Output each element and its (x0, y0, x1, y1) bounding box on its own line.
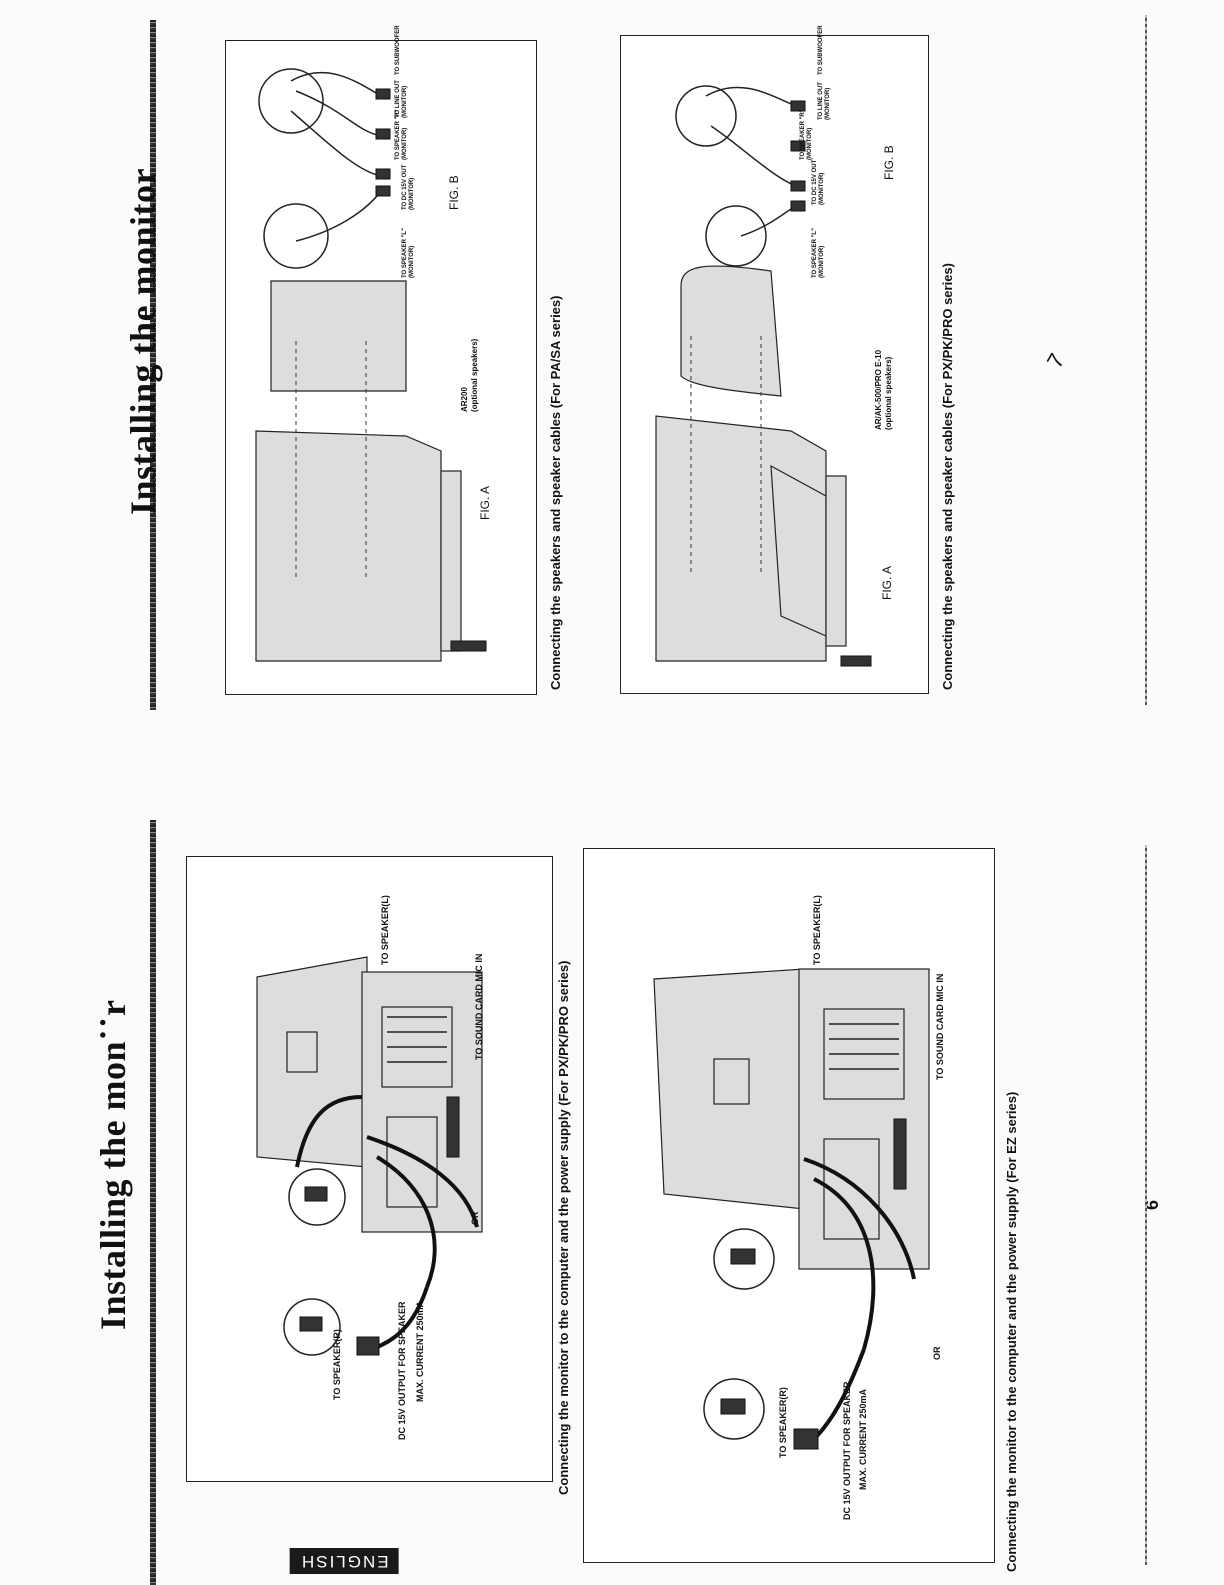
label-max-current: MAX. CURRENT 250mA (858, 1388, 868, 1490)
left-title-rule (150, 820, 156, 1585)
cable (366, 1135, 479, 1228)
monitor-computer-ez-illustration (653, 968, 930, 1450)
plug-label-dc-out: TO DC 15V OUT (MONITOR) (812, 159, 825, 205)
speaker-model: AR200 (460, 387, 469, 412)
plug-label-subwoofer: TO SUBWOOFER (818, 25, 824, 75)
speaker-optional: (optional speakers) (470, 338, 479, 412)
right-title-rule (150, 20, 156, 710)
optional-speaker (270, 280, 407, 392)
speaker-optional: (optional speakers) (884, 356, 893, 430)
left-page-edge-rule (1145, 845, 1147, 1565)
connector-zoom-right (703, 1378, 765, 1440)
speaker-r-zoom (675, 85, 737, 147)
plug-label-subwoofer: TO SUBWOOFER (395, 25, 401, 75)
caption-speakers-px-pk-pro: Connecting the speakers and speaker cabl… (940, 263, 955, 690)
speaker-r-zoom (258, 68, 324, 134)
label-to-speaker-l: TO SPEAKER(L) (380, 895, 390, 965)
speaker-model-label: AR200 (optional speakers) (460, 339, 480, 412)
label-dc-output: DC 15V OUTPUT FOR SPEAKER (397, 1301, 407, 1440)
plug-label-speaker-l: TO SPEAKER "L" (MONITOR) (402, 228, 415, 278)
connector-zoom-left (713, 1228, 775, 1290)
caption-monitor-computer-ez: Connecting the monitor to the computer a… (1004, 1091, 1019, 1572)
connector-zoom-right (283, 1298, 341, 1356)
right-page-title: Installing the monitor (123, 167, 163, 515)
speaker-model-label: AR/AK-500/PRO E-10 (optional speakers) (874, 350, 894, 430)
monitor-side (255, 430, 442, 662)
right-page-edge-rule (1145, 15, 1147, 705)
caption-monitor-computer-px: Connecting the monitor to the computer a… (556, 960, 571, 1496)
fig-a-label: FIG. A (880, 565, 894, 600)
plug-label-dc-out: TO DC 15V OUT (MONITOR) (402, 164, 415, 210)
fig-b-label: FIG. B (882, 145, 896, 180)
plug-label-line-out: TO LINE OUT (MONITOR) (395, 80, 408, 118)
fig-a-label: FIG. A (478, 485, 492, 520)
label-to-sound-card: TO SOUND CARD MIC IN (474, 953, 484, 1060)
speakers-px-illustration (655, 85, 872, 667)
diagram-speakers-px-pk-pro (620, 35, 929, 694)
page-number-right: 7 (1041, 349, 1070, 373)
connector-zoom-left (288, 1168, 346, 1226)
plug-label-line-out: TO LINE OUT (MONITOR) (818, 82, 831, 120)
label-or: OR (470, 1211, 480, 1226)
left-page-title: Installing the mon˙˙r (93, 999, 133, 1330)
speakers-pa-sa-illustration (255, 68, 487, 662)
plug-icon (375, 185, 391, 197)
diagram-monitor-computer-px (186, 856, 553, 1482)
plug-label-speaker-l: TO SPEAKER "L" (MONITOR) (812, 228, 825, 278)
monitor-computer-illustration (256, 956, 483, 1356)
plug-icon (790, 200, 806, 212)
speaker-l-zoom (705, 205, 767, 267)
language-tab: ENGLISH (290, 1548, 399, 1574)
label-or: OR (932, 1346, 942, 1361)
plug-label-speaker-r: TO SPEAKER "R" (MONITOR) (800, 109, 813, 160)
label-to-speaker-l: TO SPEAKER(L) (812, 895, 822, 965)
optional-speaker (680, 265, 782, 397)
speaker-model: AR/AK-500/PRO E-10 (874, 349, 883, 430)
fig-b-label: FIG. B (447, 175, 461, 210)
power-plug-icon (356, 1336, 380, 1356)
label-max-current: MAX. CURRENT 250mA (415, 1300, 425, 1402)
label-to-speaker-r: TO SPEAKER(R) (778, 1387, 788, 1458)
label-dc-output: DC 15V OUTPUT FOR SPEAKER (842, 1381, 852, 1520)
label-to-speaker-r: TO SPEAKER(R) (332, 1329, 342, 1400)
diagram-monitor-computer-ez (583, 848, 995, 1563)
speaker-l-zoom (263, 203, 329, 269)
label-to-sound-card: TO SOUND CARD MIC IN (935, 973, 945, 1080)
diagram-speakers-pa-sa (225, 40, 537, 695)
caption-speakers-pa-sa: Connecting the speakers and speaker cabl… (548, 295, 563, 690)
power-plug-icon (793, 1428, 819, 1450)
